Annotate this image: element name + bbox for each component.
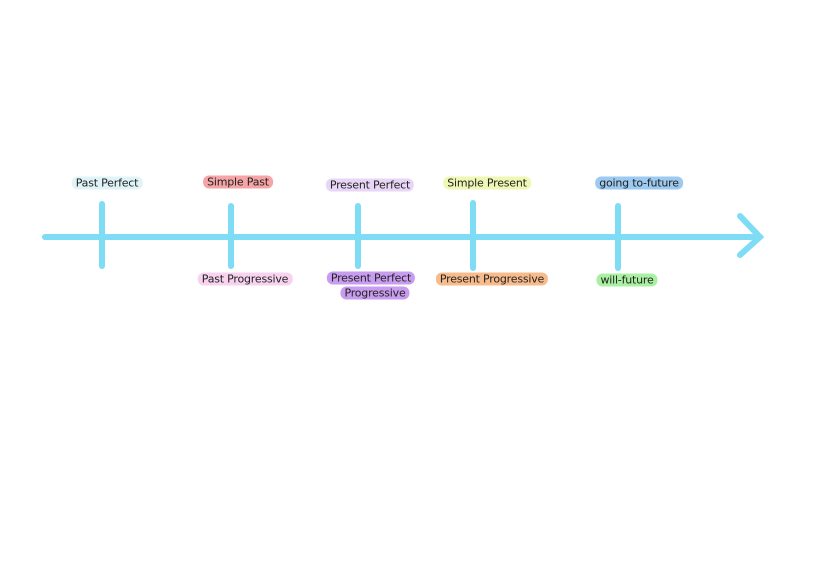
label-going-to-future: going to-future (595, 176, 683, 190)
label-past-perfect: Past Perfect (71, 176, 143, 190)
label-past-progressive: Past Progressive (197, 272, 293, 286)
label-present-progressive: Present Progressive (435, 272, 549, 286)
arrow-head (737, 213, 765, 258)
label-will-future: will-future (596, 273, 658, 287)
label-present-perfect: Present Perfect (325, 178, 415, 192)
label-simple-past: Simple Past (203, 175, 273, 189)
label-simple-present: Simple Present (443, 176, 531, 190)
label-present-perfect-progressive-line1: Present Perfect (326, 271, 416, 285)
label-present-perfect-progressive-line2: Progressive (340, 286, 410, 300)
